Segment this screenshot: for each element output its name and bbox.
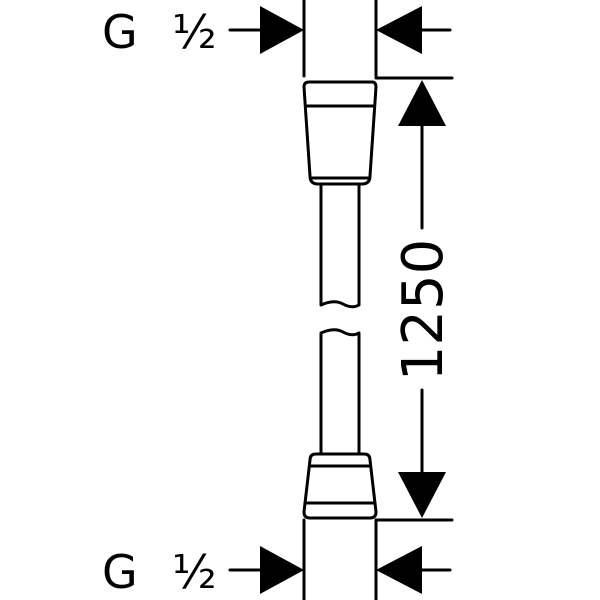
top-thread-letter: G	[102, 5, 138, 59]
top-right-arrowhead	[376, 6, 422, 54]
bottom-thread-letter: G	[102, 545, 138, 599]
top-fitting	[302, 80, 378, 186]
hose-upper-segment	[319, 182, 361, 309]
bottom-left-arrowhead	[260, 546, 304, 594]
hose-lower-segment	[319, 328, 361, 456]
length-dimension-label: 1250	[391, 239, 456, 382]
length-arrowhead-bottom	[398, 472, 446, 518]
bottom-right-arrowhead	[376, 546, 422, 594]
bottom-thread-fraction: ½	[172, 545, 217, 599]
top-left-arrowhead	[260, 6, 304, 54]
length-arrowhead-top	[398, 80, 446, 126]
top-thread-fraction: ½	[172, 5, 217, 59]
bottom-fitting	[302, 452, 378, 520]
